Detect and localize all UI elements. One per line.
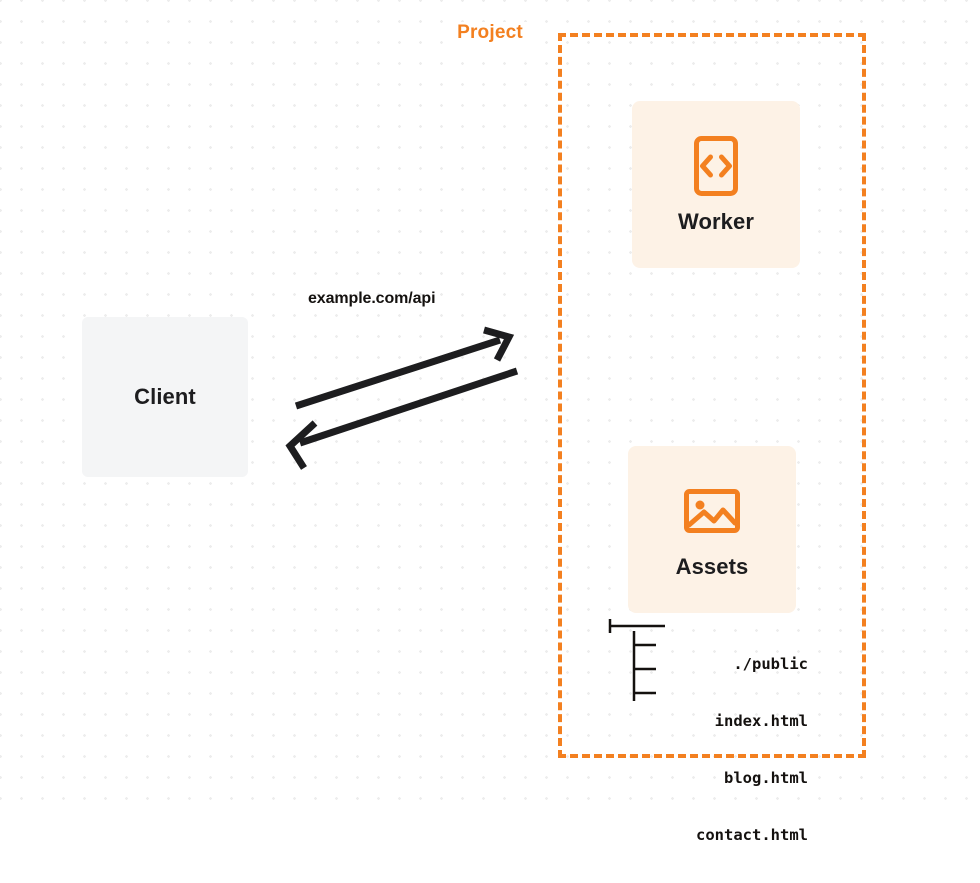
request-arrow (294, 326, 515, 410)
assets-node-label: Assets (675, 553, 749, 579)
project-title: Project (449, 22, 531, 44)
worker-node-label: Worker (678, 208, 754, 234)
file-tree: ./public index.html blog.html contact.ht… (608, 617, 808, 883)
project-container (558, 33, 866, 758)
diagram-canvas: Client example.com/api Project Worker (0, 0, 980, 844)
file-tree-item: index.html (714, 712, 808, 730)
client-node[interactable]: Client (82, 317, 248, 477)
file-tree-item: contact.html (696, 826, 808, 844)
response-arrow (285, 367, 519, 470)
connection-label: example.com/api (308, 290, 436, 307)
assets-node[interactable]: Assets (628, 446, 796, 613)
image-icon (684, 488, 740, 533)
client-node-label: Client (134, 384, 196, 409)
worker-node[interactable]: Worker (632, 101, 800, 268)
file-tree-item: blog.html (724, 769, 808, 787)
file-tree-root: ./public (733, 655, 808, 673)
code-brackets-icon (694, 135, 738, 196)
